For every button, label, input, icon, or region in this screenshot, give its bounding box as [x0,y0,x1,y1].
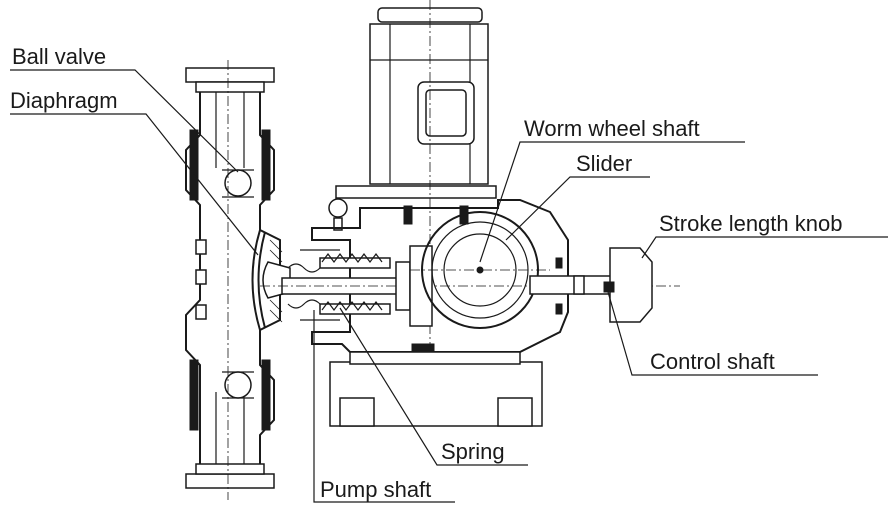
motor [335,0,497,380]
label-control-shaft: Control shaft [650,349,775,374]
worm-wheel [410,211,550,329]
pump-head [185,60,281,500]
label-stroke-length-knob: Stroke length knob [659,211,842,236]
leader-lines [10,69,888,503]
label-slider: Slider [576,151,632,176]
label-worm-wheel-shaft: Worm wheel shaft [524,116,700,141]
label-ball-valve: Ball valve [12,44,106,69]
label-spring: Spring [441,439,505,464]
label-diaphragm: Diaphragm [10,88,118,113]
gear-housing [300,199,569,427]
eye-bolt [328,198,348,218]
stroke-control [529,247,653,323]
label-pump-shaft: Pump shaft [320,477,431,502]
